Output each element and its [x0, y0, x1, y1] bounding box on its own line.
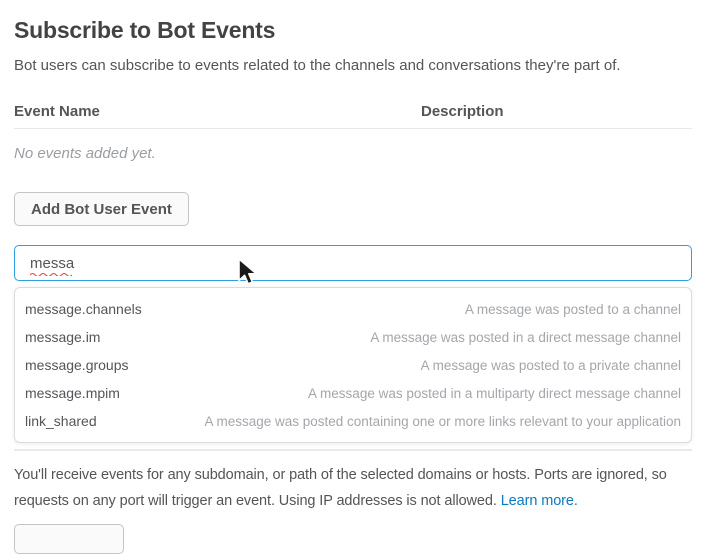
partially-visible-button[interactable]: [14, 524, 124, 554]
spellcheck-squiggle: [30, 273, 72, 276]
suggestion-message-mpim[interactable]: message.mpim A message was posted in a m…: [15, 379, 691, 407]
suggestion-name: message.mpim: [25, 385, 120, 401]
section-divider: [14, 449, 692, 451]
suggestion-description: A message was posted to a private channe…: [420, 357, 681, 373]
help-text-line-1: You'll receive events for any subdomain,…: [14, 467, 667, 483]
events-help-text: You'll receive events for any subdomain,…: [14, 462, 692, 514]
help-text-line-2: requests on any port will trigger an eve…: [14, 493, 497, 509]
event-suggestions-dropdown: message.channels A message was posted to…: [14, 287, 692, 443]
events-table-header: Event Name Description: [14, 104, 692, 120]
suggestion-description: A message was posted in a multiparty dir…: [308, 385, 681, 401]
suggestion-description: A message was posted in a direct message…: [370, 329, 681, 345]
suggestion-name: message.channels: [25, 301, 142, 317]
suggestion-name: message.im: [25, 329, 101, 345]
table-header-divider: [14, 128, 692, 129]
page-title: Subscribe to Bot Events: [14, 17, 276, 43]
column-header-description: Description: [421, 103, 504, 120]
suggestion-description: A message was posted to a channel: [464, 301, 681, 317]
learn-more-link[interactable]: Learn more.: [500, 493, 578, 509]
event-search-input[interactable]: [14, 245, 692, 281]
suggestion-name: message.groups: [25, 357, 129, 373]
column-header-event-name: Event Name: [14, 103, 100, 120]
suggestion-message-channels[interactable]: message.channels A message was posted to…: [15, 295, 691, 323]
event-search-container: [14, 245, 692, 281]
suggestion-message-im[interactable]: message.im A message was posted in a dir…: [15, 323, 691, 351]
suggestion-description: A message was posted containing one or m…: [204, 413, 681, 429]
add-bot-user-event-button[interactable]: Add Bot User Event: [14, 192, 189, 226]
empty-events-message: No events added yet.: [14, 145, 156, 162]
suggestion-link-shared[interactable]: link_shared A message was posted contain…: [15, 407, 691, 435]
suggestion-message-groups[interactable]: message.groups A message was posted to a…: [15, 351, 691, 379]
suggestion-name: link_shared: [25, 413, 97, 429]
section-description: Bot users can subscribe to events relate…: [14, 57, 621, 74]
